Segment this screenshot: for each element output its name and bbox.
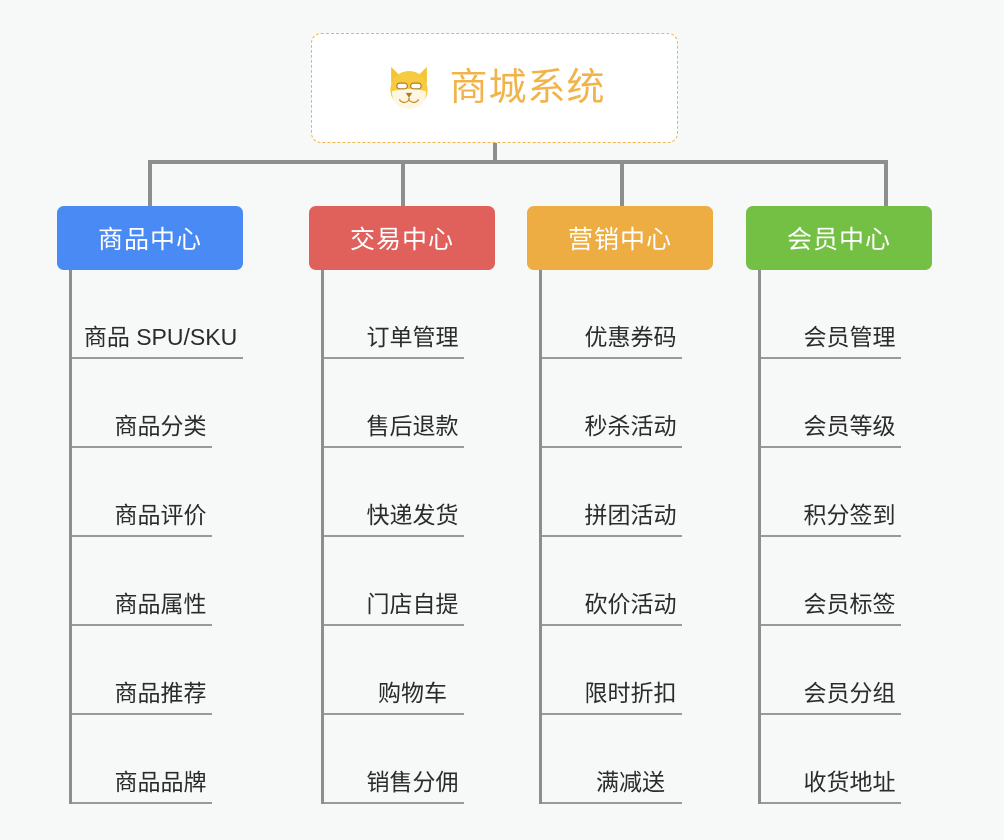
list-item-label: 售后退款 [366, 413, 459, 439]
list-item-label: 限时折扣 [584, 680, 677, 706]
list-item-label: 满减送 [596, 769, 665, 795]
connector-drop-1 [148, 160, 152, 208]
list-item[interactable]: 门店自提 [324, 537, 495, 626]
list-item[interactable]: 优惠券码 [542, 270, 713, 359]
list-item[interactable]: 会员分组 [761, 626, 932, 715]
category-column-0: 商品中心 商品 SPU/SKU 商品分类 商品评价 商品属性 商品推荐 商品品牌 [57, 206, 243, 804]
list-item-label: 积分签到 [803, 502, 896, 528]
list-item-label: 优惠券码 [584, 324, 677, 350]
category-children-2: 优惠券码 秒杀活动 拼团活动 砍价活动 限时折扣 满减送 [539, 270, 713, 804]
list-item-label: 商品品牌 [114, 769, 207, 795]
list-item[interactable]: 商品 SPU/SKU [72, 270, 243, 359]
list-item[interactable]: 商品品牌 [72, 715, 243, 804]
list-item[interactable]: 收货地址 [761, 715, 932, 804]
list-item[interactable]: 商品属性 [72, 537, 243, 626]
list-item[interactable]: 订单管理 [324, 270, 495, 359]
connector-drop-3 [620, 160, 624, 208]
shiba-dog-face-icon [390, 66, 429, 112]
list-item-label: 收货地址 [803, 769, 896, 795]
list-item-label: 快递发货 [366, 502, 459, 528]
list-item[interactable]: 购物车 [324, 626, 495, 715]
list-item-label: 门店自提 [366, 591, 459, 617]
list-item[interactable]: 满减送 [542, 715, 713, 804]
root-node[interactable]: 商城系统 [311, 33, 678, 143]
list-item-label: 商品属性 [114, 591, 207, 617]
category-column-2: 营销中心 优惠券码 秒杀活动 拼团活动 砍价活动 限时折扣 满减送 [527, 206, 713, 804]
list-item[interactable]: 销售分佣 [324, 715, 495, 804]
category-header-label-3: 会员中心 [786, 226, 891, 254]
list-item[interactable]: 商品评价 [72, 448, 243, 537]
list-item-label: 砍价活动 [584, 591, 677, 617]
category-header-1[interactable]: 交易中心 [309, 206, 495, 270]
list-item-label: 商品评价 [114, 502, 207, 528]
category-children-3: 会员管理 会员等级 积分签到 会员标签 会员分组 收货地址 [758, 270, 932, 804]
list-item-label: 商品分类 [114, 413, 207, 439]
list-item-label: 销售分佣 [366, 769, 459, 795]
list-item[interactable]: 售后退款 [324, 359, 495, 448]
connector-drop-4 [884, 160, 888, 208]
list-item-label: 商品推荐 [114, 680, 207, 706]
list-item[interactable]: 商品推荐 [72, 626, 243, 715]
category-column-1: 交易中心 订单管理 售后退款 快递发货 门店自提 购物车 销售分佣 [309, 206, 495, 804]
category-header-0[interactable]: 商品中心 [57, 206, 243, 270]
root-title: 商城系统 [449, 67, 606, 109]
list-item-label: 订单管理 [366, 324, 459, 350]
list-item[interactable]: 积分签到 [761, 448, 932, 537]
list-item-label: 会员标签 [803, 591, 896, 617]
category-header-label-2: 营销中心 [567, 226, 672, 254]
list-item-label: 购物车 [378, 680, 447, 706]
connector-root-stem [493, 143, 497, 163]
list-item-label: 会员等级 [803, 413, 896, 439]
list-item[interactable]: 砍价活动 [542, 537, 713, 626]
category-header-label-1: 交易中心 [349, 226, 454, 254]
list-item[interactable]: 拼团活动 [542, 448, 713, 537]
category-header-label-0: 商品中心 [97, 226, 202, 254]
list-item-label: 会员管理 [803, 324, 896, 350]
category-header-3[interactable]: 会员中心 [746, 206, 932, 270]
list-item-label: 秒杀活动 [584, 413, 677, 439]
list-item[interactable]: 会员等级 [761, 359, 932, 448]
category-children-1: 订单管理 售后退款 快递发货 门店自提 购物车 销售分佣 [321, 270, 495, 804]
category-children-0: 商品 SPU/SKU 商品分类 商品评价 商品属性 商品推荐 商品品牌 [69, 270, 243, 804]
list-item[interactable]: 商品分类 [72, 359, 243, 448]
list-item[interactable]: 秒杀活动 [542, 359, 713, 448]
category-header-2[interactable]: 营销中心 [527, 206, 713, 270]
connector-drop-2 [401, 160, 405, 208]
category-column-3: 会员中心 会员管理 会员等级 积分签到 会员标签 会员分组 收货地址 [746, 206, 932, 804]
list-item[interactable]: 会员标签 [761, 537, 932, 626]
list-item[interactable]: 会员管理 [761, 270, 932, 359]
list-item-label: 拼团活动 [584, 502, 677, 528]
list-item[interactable]: 快递发货 [324, 448, 495, 537]
connector-horizontal-bus [148, 160, 888, 164]
list-item[interactable]: 限时折扣 [542, 626, 713, 715]
list-item-label: 会员分组 [803, 680, 896, 706]
list-item-label: 商品 SPU/SKU [83, 324, 238, 350]
